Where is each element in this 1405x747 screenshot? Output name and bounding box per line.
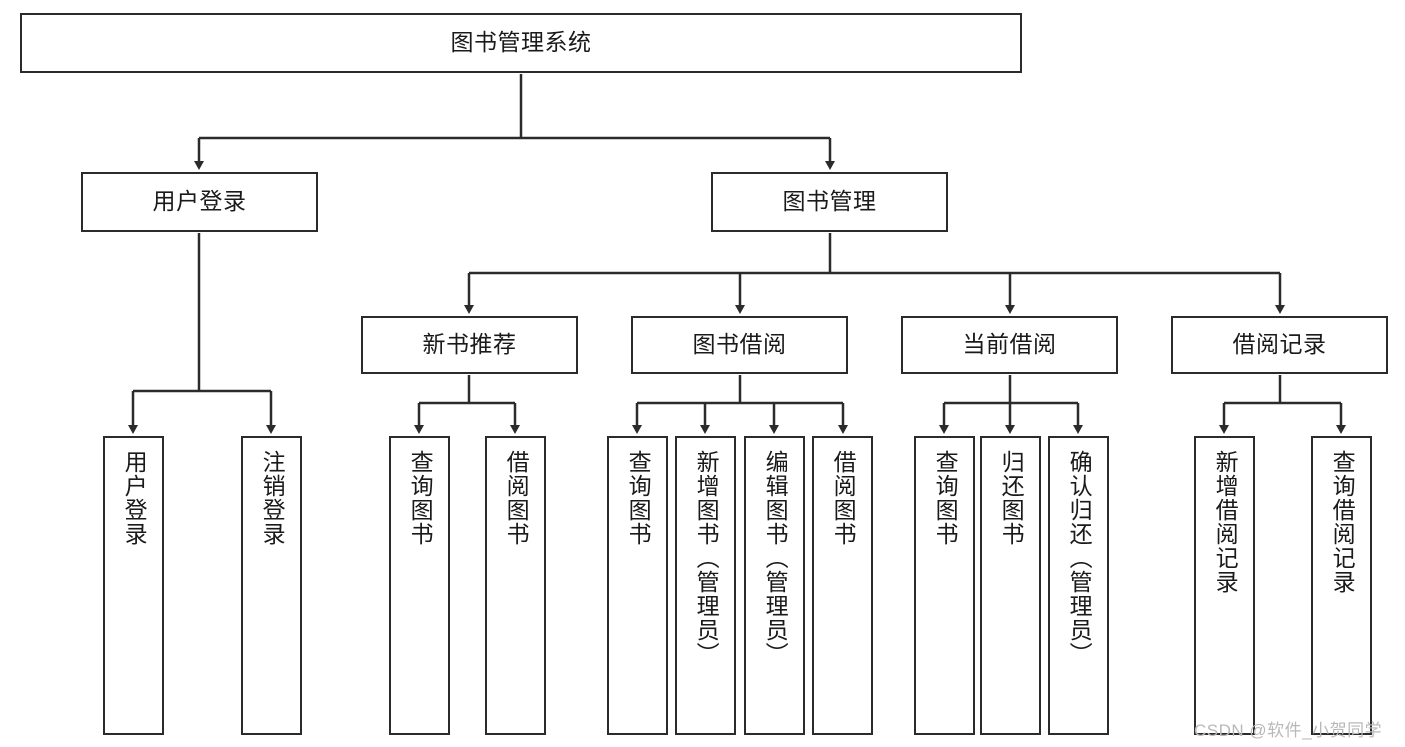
node-user-login[interactable]: 用户登录 [81, 172, 318, 232]
node-label: 借阅图书 [503, 450, 530, 546]
node-label: 当前借阅 [962, 331, 1057, 358]
node-label: 新增借阅记录 [1212, 450, 1239, 594]
leaf-book-borrow-borrow-book[interactable]: 借阅图书 [812, 436, 873, 735]
node-book-borrow[interactable]: 图书借阅 [631, 316, 848, 374]
node-label: 注销登录 [259, 450, 286, 546]
node-label: 图书借阅 [692, 331, 787, 358]
leaf-book-borrow-add-book-admin[interactable]: 新增图书（管理员） [675, 436, 736, 735]
node-label: 图书管理 [782, 188, 877, 215]
node-label: 查询图书 [932, 450, 959, 546]
leaf-current-borrow-confirm-return-admin[interactable]: 确认归还（管理员） [1048, 436, 1109, 735]
node-label: 用户登录 [121, 450, 148, 546]
node-label: 查询借阅记录 [1329, 450, 1356, 594]
leaf-borrow-record-add-record[interactable]: 新增借阅记录 [1194, 436, 1255, 735]
node-label: 图书管理系统 [450, 29, 592, 56]
node-new-book-recommend[interactable]: 新书推荐 [361, 316, 578, 374]
node-label: 编辑图书（管理员） [762, 450, 789, 666]
node-label: 用户登录 [152, 188, 247, 215]
leaf-current-borrow-query-book[interactable]: 查询图书 [914, 436, 975, 735]
leaf-user-login-login[interactable]: 用户登录 [103, 436, 164, 735]
node-root-book-management-system[interactable]: 图书管理系统 [20, 13, 1022, 73]
node-label: 新增图书（管理员） [693, 450, 720, 666]
node-current-borrow[interactable]: 当前借阅 [901, 316, 1118, 374]
node-book-management[interactable]: 图书管理 [711, 172, 948, 232]
leaf-book-borrow-edit-book-admin[interactable]: 编辑图书（管理员） [744, 436, 805, 735]
node-borrow-record[interactable]: 借阅记录 [1171, 316, 1388, 374]
csdn-watermark: CSDN @软件_小贺同学 [1194, 721, 1383, 740]
node-label: 归还图书 [998, 450, 1025, 546]
leaf-new-book-borrow-book[interactable]: 借阅图书 [485, 436, 546, 735]
leaf-new-book-query-book[interactable]: 查询图书 [389, 436, 450, 735]
node-label: 确认归还（管理员） [1066, 450, 1093, 666]
node-label: 借阅记录 [1232, 331, 1327, 358]
node-label: 查询图书 [407, 450, 434, 546]
leaf-current-borrow-return-book[interactable]: 归还图书 [980, 436, 1041, 735]
node-label: 新书推荐 [422, 331, 517, 358]
node-label: 借阅图书 [830, 450, 857, 546]
node-label: 查询图书 [625, 450, 652, 546]
leaf-book-borrow-query-book[interactable]: 查询图书 [607, 436, 668, 735]
leaf-user-login-logout[interactable]: 注销登录 [241, 436, 302, 735]
leaf-borrow-record-query-record[interactable]: 查询借阅记录 [1311, 436, 1372, 735]
